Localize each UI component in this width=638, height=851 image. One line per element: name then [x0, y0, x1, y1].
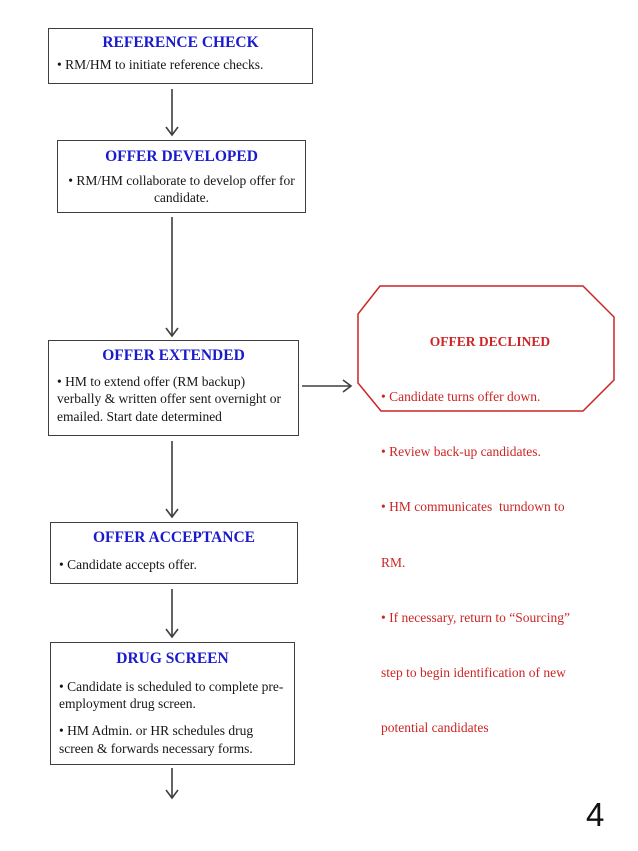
box-bullet: • RM/HM to initiate reference checks.	[57, 56, 264, 72]
box-offer-acceptance: OFFER ACCEPTANCE • Candidate accepts off…	[50, 522, 298, 584]
arrow-right-icon	[302, 379, 353, 393]
arrow-down-icon	[165, 768, 179, 800]
callout-line: RM.	[381, 554, 406, 570]
arrow-down-icon	[165, 89, 179, 137]
arrow-down-icon	[165, 441, 179, 519]
page-number: 4	[586, 796, 605, 833]
callout-line: • Candidate turns offer down.	[381, 389, 541, 405]
box-title: OFFER ACCEPTANCE	[92, 529, 256, 546]
box-title: OFFER DEVELOPED	[105, 148, 258, 165]
box-offer-extended: OFFER EXTENDED • HM to extend offer (RM …	[48, 340, 299, 436]
offer-declined-octagon	[357, 285, 615, 412]
callout-line: • If necessary, return to “Sourcing”	[381, 609, 571, 625]
box-offer-developed: OFFER DEVELOPED • RM/HM collaborate to d…	[57, 140, 306, 213]
box-title: DRUG SCREEN	[116, 650, 229, 667]
callout-line: potential candidates	[381, 720, 489, 736]
box-bullet: • Candidate is scheduled to complete pre…	[59, 678, 284, 712]
box-reference-check: REFERENCE CHECK • RM/HM to initiate refe…	[48, 28, 313, 84]
arrow-down-icon	[165, 217, 179, 338]
callout-line: • Review back-up candidates.	[381, 444, 541, 460]
box-title: OFFER EXTENDED	[102, 347, 245, 364]
box-title: REFERENCE CHECK	[102, 34, 259, 51]
callout-line: • HM communicates turndown to	[381, 499, 565, 515]
box-drug-screen: DRUG SCREEN • Candidate is scheduled to …	[50, 642, 295, 765]
arrow-down-icon	[165, 589, 179, 639]
box-bullet: • Candidate accepts offer.	[59, 556, 197, 572]
callout-title: OFFER DECLINED	[429, 333, 551, 349]
box-bullet: • HM Admin. or HR schedules drug screen …	[59, 723, 254, 757]
callout-line: step to begin identification of new	[381, 665, 566, 681]
offer-declined-callout: OFFER DECLINED • Candidate turns offer d…	[381, 296, 599, 775]
box-bullet: • HM to extend offer (RM backup) verball…	[57, 373, 281, 425]
box-bullet: • RM/HM collaborate to develop offer for…	[68, 172, 295, 206]
